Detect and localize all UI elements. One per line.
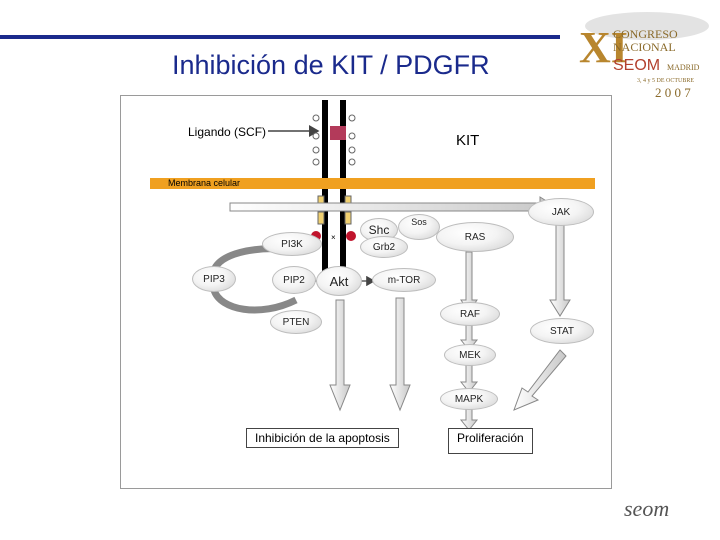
slide-title: Inhibición de KIT / PDGFR	[172, 50, 490, 80]
congress-logo: XI CONGRESO NACIONAL SEOM MADRID 3, 4 y …	[575, 12, 715, 100]
jak-node: JAK	[528, 198, 594, 226]
stat-prolif-arrow	[513, 349, 567, 411]
jak-arrow	[229, 196, 557, 218]
cell-membrane	[150, 178, 595, 189]
seom-logo-text: seom	[624, 496, 669, 521]
pten-node: PTEN	[270, 310, 322, 334]
pip3-node: PIP3	[192, 266, 236, 292]
kit-label: KIT	[456, 132, 480, 149]
logo-dates: 3, 4 y 5 DE OCTUBRE	[637, 78, 694, 84]
membrane-label: Membrana celular	[168, 178, 241, 188]
logo-year: 2 0 0 7	[655, 85, 691, 100]
raf-node: RAF	[440, 302, 500, 326]
logo-line1: CONGRESO	[613, 27, 678, 41]
sos-node: Sos	[398, 214, 440, 240]
proliferation-outcome: Proliferación	[448, 428, 533, 454]
grb2-node: Grb2	[360, 236, 408, 258]
ligand-label: Ligando (SCF)	[188, 125, 267, 139]
mapk-node: MAPK	[440, 388, 498, 410]
akt-node: Akt	[316, 266, 362, 296]
diagram-panel	[120, 95, 612, 489]
jak-stat-arrow	[549, 221, 571, 317]
logo-numeral: XI	[579, 23, 628, 72]
seom-logo: seom	[620, 488, 686, 528]
pi3k-node: PI3K	[262, 232, 322, 256]
logo-line2: NACIONAL	[613, 40, 676, 54]
apoptosis-arrow	[329, 299, 351, 412]
stat-node: STAT	[530, 318, 594, 344]
apoptosis-outcome: Inhibición de la apoptosis	[246, 428, 399, 448]
logo-brand: SEOM	[613, 57, 660, 74]
mtor-node: m-TOR	[372, 268, 436, 292]
pip2-node: PIP2	[272, 266, 316, 294]
mek-node: MEK	[444, 344, 496, 366]
ras-node: RAS	[436, 222, 514, 252]
kit-receptor: ×	[311, 100, 356, 280]
mtor-down-arrow	[389, 297, 411, 412]
header-rule	[0, 35, 560, 39]
svg-text:×: ×	[331, 233, 336, 242]
logo-city: MADRID	[667, 63, 700, 72]
cycle-arrow-bottom	[210, 288, 298, 314]
